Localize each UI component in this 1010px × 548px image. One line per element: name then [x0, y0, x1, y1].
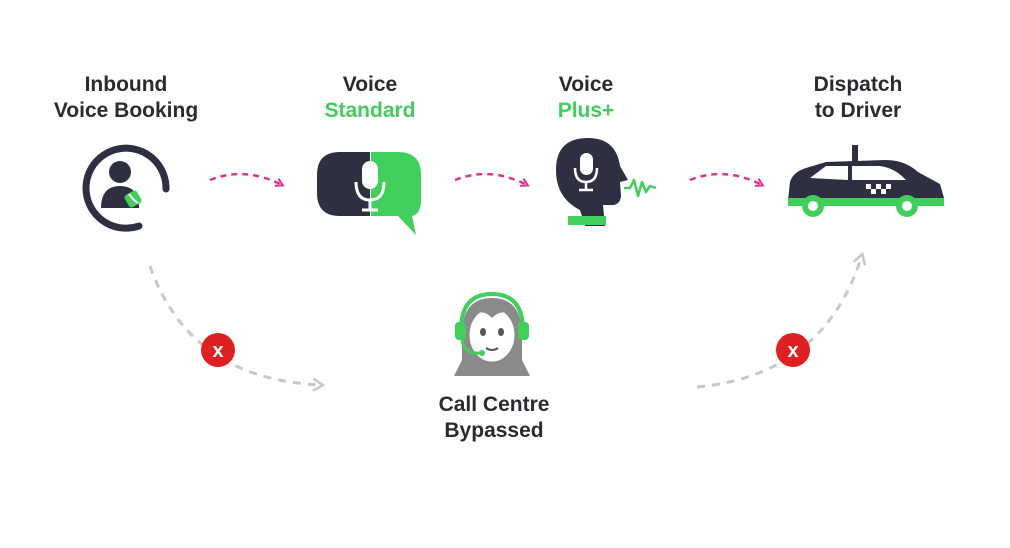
step-label-inbound: Inbound Voice Booking: [54, 72, 198, 124]
svg-text:x: x: [787, 340, 798, 362]
step-label-voice-plus: Voice Plus+: [558, 72, 615, 124]
taxi-icon: [788, 145, 944, 217]
bypass-arrow-left: [148, 265, 322, 385]
svg-text:x: x: [212, 340, 223, 362]
step-label-line2: Voice Booking: [53, 99, 199, 122]
step-label-voice-standard: Voice Standard: [324, 72, 415, 124]
bypass-label-line2: Bypassed: [444, 419, 544, 442]
call-agent-headset-icon: [454, 291, 530, 376]
step-label-dispatch: Dispatch to Driver: [814, 72, 903, 124]
flow-arrow-3: [689, 172, 762, 185]
step-label-line1: Voice: [342, 73, 398, 96]
cross-mark-right: x: [776, 333, 810, 367]
step-label-line1: Voice: [558, 73, 614, 96]
microphone-bubble-icon: [317, 152, 421, 235]
step-label-line2: to Driver: [814, 99, 902, 122]
step-label-line2: Standard: [324, 99, 416, 122]
step-label-line2: Plus+: [557, 99, 615, 122]
flow-arrow-2: [454, 172, 527, 185]
step-label-line1: Inbound: [84, 73, 168, 96]
flow-arrow-1: [209, 172, 282, 185]
bypass-label-line1: Call Centre: [438, 393, 550, 416]
step-label-line1: Dispatch: [813, 73, 903, 96]
cross-mark-left: x: [201, 333, 235, 367]
bypass-arrow-right: [696, 255, 862, 389]
bypass-label: Call Centre Bypassed: [439, 392, 550, 444]
voice-head-icon: [556, 138, 657, 226]
phone-user-icon: [82, 144, 170, 232]
